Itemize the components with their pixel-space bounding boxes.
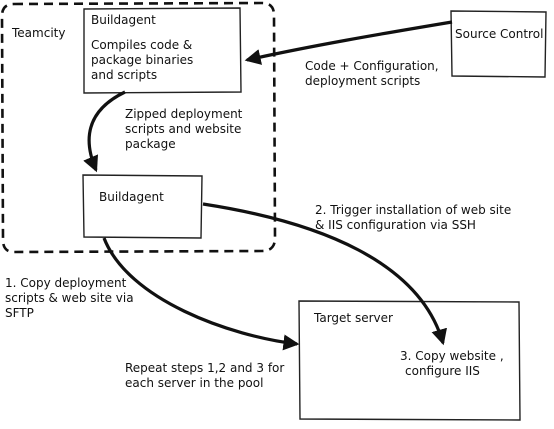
buildagent-bottom-box (82, 174, 203, 239)
buildagent-top-desc-3: and scripts (91, 68, 158, 82)
target-server-label: Target server (314, 311, 393, 325)
zipped-label-1: Zipped deployment (125, 107, 243, 121)
arrow-source-to-buildagent (244, 20, 453, 65)
teamcity-boundary (0, 1, 277, 254)
buildagent-top-box (83, 7, 242, 94)
buildagent-bottom-title: Buildagent (99, 190, 164, 204)
code-config-label-1: Code + Configuration, (305, 59, 439, 73)
repeat-label-2: each server in the pool (125, 376, 264, 390)
source-control-label: Source Control (455, 27, 544, 41)
arrow-zipped-package (83, 90, 126, 173)
copy-website-label-1: 3. Copy website , (400, 349, 504, 363)
arrow-copy-sftp (102, 237, 300, 351)
zipped-label-2: scripts and website (125, 122, 242, 136)
copy-label-1: 1. Copy deployment (5, 276, 127, 290)
copy-label-2: scripts & web site via (5, 291, 134, 305)
copy-website-label-2: configure IIS (405, 364, 480, 378)
arrow-trigger-ssh (202, 202, 447, 346)
target-server-box (298, 300, 521, 421)
code-config-label-2: deployment scripts (305, 74, 421, 88)
source-control-box (450, 10, 547, 78)
repeat-label-1: Repeat steps 1,2 and 3 for (125, 361, 285, 375)
buildagent-top-desc-2: package binaries (91, 53, 194, 67)
zipped-label-3: package (125, 137, 176, 151)
trigger-label-1: 2. Trigger installation of web site (315, 203, 512, 217)
trigger-label-2: & IIS configuration via SSH (315, 218, 476, 232)
teamcity-label: Teamcity (12, 26, 66, 40)
buildagent-top-desc-1: Compiles code & (91, 38, 193, 52)
copy-label-3: SFTP (5, 306, 34, 320)
buildagent-top-title: Buildagent (91, 13, 156, 27)
